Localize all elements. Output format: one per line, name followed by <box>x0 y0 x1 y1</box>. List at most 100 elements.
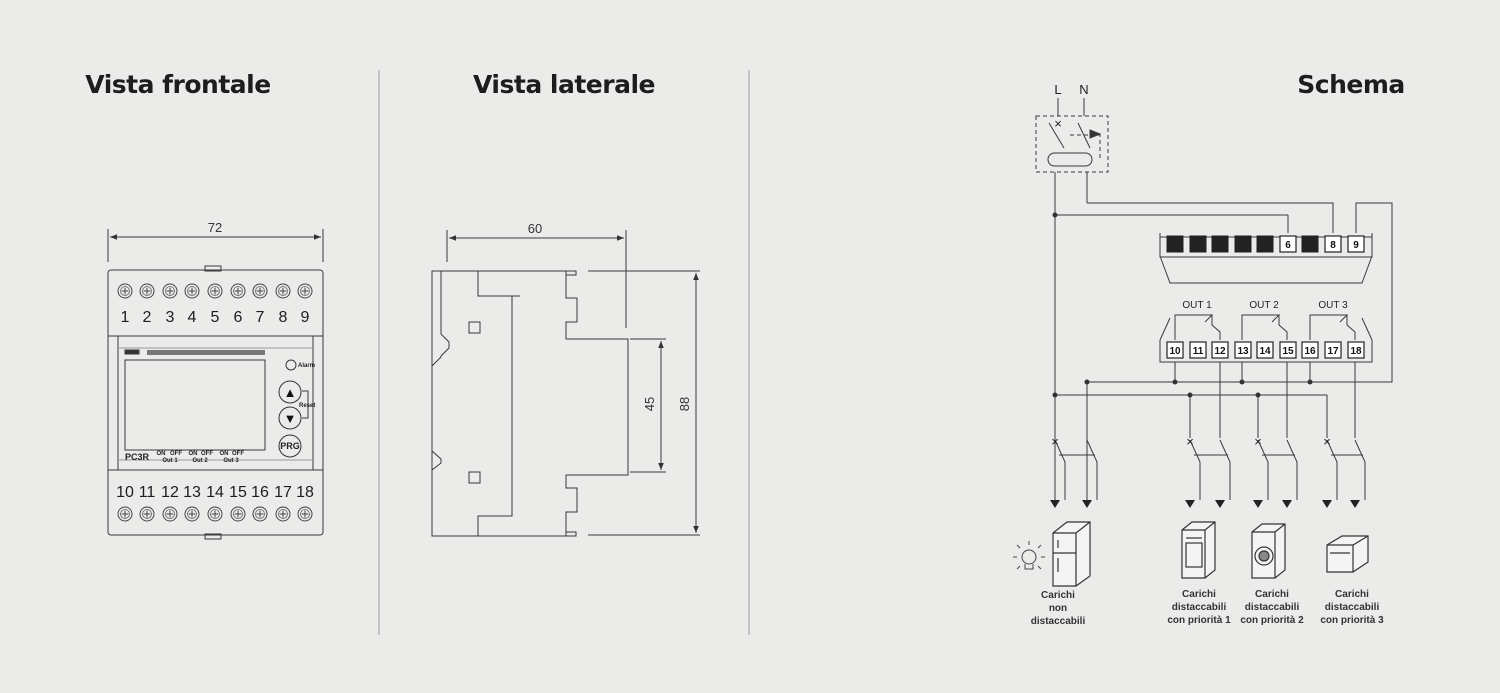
alarm-label: Alarm <box>298 363 315 369</box>
prg-button[interactable]: PRG <box>278 434 302 458</box>
schema-bottom-terminal: 15 <box>1279 341 1297 359</box>
terminal-screw-icon <box>275 283 291 299</box>
out2-label: OUT 2 <box>1249 300 1279 311</box>
load0-line2: non <box>1049 603 1067 614</box>
bottom-terminal-number: 18 <box>296 484 314 501</box>
terminal-screw-icon <box>139 283 155 299</box>
load1-line3: con priorità 1 <box>1167 615 1231 626</box>
side-rail-notch <box>431 450 442 471</box>
load2-line2: distaccabili <box>1245 602 1300 613</box>
lightbulb-icon <box>1013 541 1045 570</box>
cross-mark-load0: × <box>1051 434 1059 449</box>
bottom-terminal-number: 16 <box>251 484 269 501</box>
switch-non-detachable <box>1054 439 1098 500</box>
schema-bottom-terminal-number: 16 <box>1304 346 1316 357</box>
schema-bottom-terminal: 12 <box>1211 341 1229 359</box>
terminal-screw-icon <box>117 283 133 299</box>
out1-on: ON <box>157 451 166 457</box>
schema-bottom-terminal-number: 15 <box>1282 346 1294 357</box>
side-bottom-tab <box>565 531 577 537</box>
top-terminal-number: 6 <box>234 309 243 326</box>
top-screw-row <box>117 283 313 299</box>
switch-priority-1 <box>1189 439 1231 500</box>
terminal-screw-icon <box>297 506 313 522</box>
schema-top-terminal: 8 <box>1324 235 1342 253</box>
load0-line3: distaccabili <box>1031 616 1086 627</box>
out2-name: Out 2 <box>192 458 208 464</box>
schema-bottom-terminal-number: 11 <box>1193 346 1204 357</box>
top-terminal-number: 1 <box>121 309 130 326</box>
load-captions: Carichi non distaccabili Carichi distacc… <box>1031 589 1384 627</box>
title-schema: Schema <box>1297 70 1405 99</box>
load-arrows <box>1050 500 1360 508</box>
relay-contact-out3 <box>1309 314 1356 340</box>
schema-top-terminal <box>1234 235 1252 253</box>
down-button[interactable]: ▼ <box>278 406 302 430</box>
schema-bottom-terminal-number: 13 <box>1237 346 1249 357</box>
schema-top-terminal <box>1166 235 1184 253</box>
prg-label: PRG <box>280 441 300 451</box>
relay-contact-out2 <box>1241 314 1288 340</box>
top-terminal-number: 9 <box>301 309 310 326</box>
out1-name: Out 1 <box>162 458 178 464</box>
breaker-arrow-icon <box>1089 129 1102 139</box>
load0-line1: Carichi <box>1041 590 1075 601</box>
terminal-screw-icon <box>184 506 200 522</box>
schema-bottom-terminal: 16 <box>1301 341 1319 359</box>
schema-bottom-terminal-number: 18 <box>1350 346 1362 357</box>
terminal-screw-icon <box>184 283 200 299</box>
out1-off: OFF <box>170 451 182 457</box>
label-N: N <box>1079 82 1088 97</box>
schema-bottom-terminal: 13 <box>1234 341 1252 359</box>
front-body <box>107 269 324 536</box>
side-depth-label: 60 <box>528 221 542 236</box>
bottom-terminal-strip <box>1159 317 1373 363</box>
schema-bottom-terminal: 14 <box>1256 341 1274 359</box>
model-label: PC3R <box>125 452 150 462</box>
air-conditioner-icon <box>1326 535 1369 573</box>
out3-on: ON <box>220 451 229 457</box>
lcd-display <box>124 359 266 451</box>
front-top-clip <box>204 265 222 272</box>
top-terminal-number: 5 <box>211 309 220 326</box>
breaker-box <box>1035 115 1109 173</box>
schema-top-terminal-number: 8 <box>1330 240 1336 251</box>
terminal-screw-icon <box>297 283 313 299</box>
relay-contact-out1 <box>1174 314 1221 340</box>
schema-bottom-terminal-number: 12 <box>1214 346 1226 357</box>
reset-label: Reset <box>299 403 315 409</box>
bottom-terminal-number: 10 <box>116 484 134 501</box>
side-inner-label: 45 <box>642 397 657 411</box>
breaker-coil <box>1047 152 1093 167</box>
schema-bottom-terminal: 18 <box>1347 341 1365 359</box>
load1-line1: Carichi <box>1182 589 1216 600</box>
top-terminal-number: 7 <box>256 309 265 326</box>
wire-N-to-8 <box>1087 202 1334 233</box>
front-label-strip <box>147 350 265 355</box>
terminal-screw-icon <box>275 506 291 522</box>
side-outline <box>431 270 629 537</box>
schema-bottom-terminal-number: 10 <box>1169 346 1181 357</box>
top-terminal-number: 8 <box>279 309 288 326</box>
up-button[interactable]: ▲ <box>278 380 302 404</box>
up-arrow-icon: ▲ <box>284 385 297 400</box>
load2-line3: con priorità 2 <box>1240 615 1304 626</box>
breaker-link <box>1070 134 1101 160</box>
title-front-view: Vista frontale <box>85 70 270 99</box>
switch-priority-2 <box>1257 439 1298 500</box>
terminal-screw-icon <box>230 283 246 299</box>
load3-line2: distaccabili <box>1325 602 1380 613</box>
load2-line1: Carichi <box>1255 589 1289 600</box>
top-terminal-number: 4 <box>188 309 197 326</box>
schema-top-terminal <box>1301 235 1319 253</box>
cross-mark-load3: × <box>1323 434 1331 449</box>
top-terminal-number: 3 <box>166 309 175 326</box>
junction-dots <box>1052 212 1313 398</box>
side-inner-channel <box>477 271 520 536</box>
front-width-label: 72 <box>208 220 222 235</box>
terminal-screw-icon <box>117 506 133 522</box>
top-terminal-number: 2 <box>143 309 152 326</box>
